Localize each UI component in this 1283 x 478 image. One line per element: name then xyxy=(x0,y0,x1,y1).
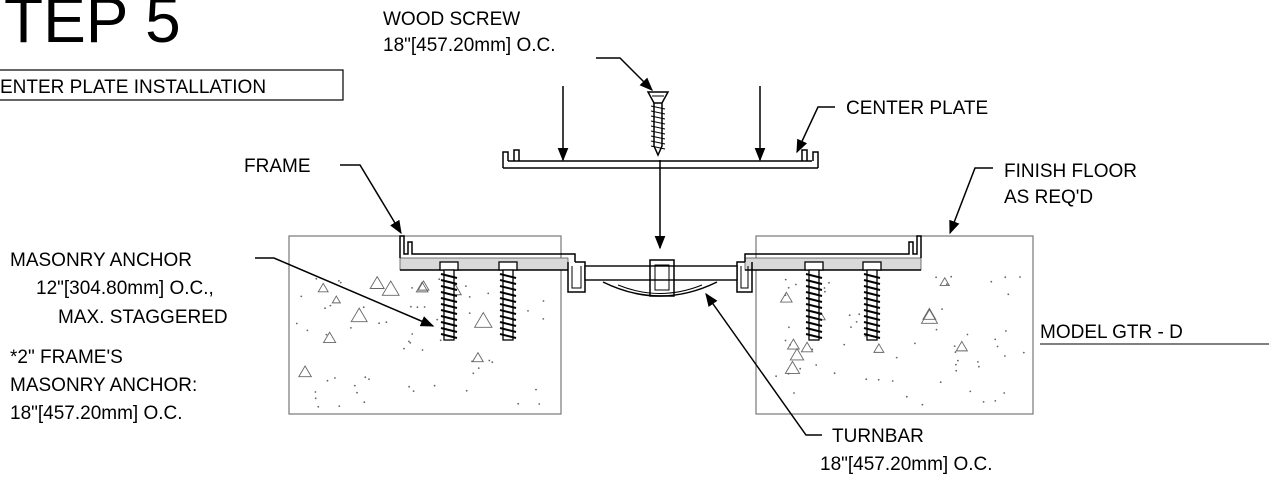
installation-arrows xyxy=(557,86,766,250)
svg-text:18"[457.20mm] O.C.: 18"[457.20mm] O.C. xyxy=(10,403,183,424)
frame-label: FRAME xyxy=(244,156,311,177)
svg-text:18"[457.20mm] O.C.: 18"[457.20mm] O.C. xyxy=(820,454,993,475)
svg-text:AS REQ'D: AS REQ'D xyxy=(1004,187,1093,208)
frame-anchor-note: *2" FRAME'S MASONRY ANCHOR: 18"[457.20mm… xyxy=(10,347,197,424)
right-frame xyxy=(736,235,922,293)
svg-text:18"[457.20mm] O.C.: 18"[457.20mm] O.C. xyxy=(383,35,556,56)
finish-floor-label: FINISH FLOOR AS REQ'D xyxy=(1004,161,1137,208)
svg-text:12"[304.80mm] O.C.,: 12"[304.80mm] O.C., xyxy=(36,278,214,299)
model-label: MODEL GTR - D xyxy=(1040,322,1183,343)
svg-text:TURNBAR: TURNBAR xyxy=(832,426,924,447)
step-title: TEP 5 xyxy=(4,0,181,56)
subtitle-box: ENTER PLATE INSTALLATION xyxy=(0,69,344,101)
turnbar-label: TURNBAR 18"[457.20mm] O.C. xyxy=(820,426,993,475)
svg-text:MAX. STAGGERED: MAX. STAGGERED xyxy=(58,307,228,328)
leader-lines xyxy=(255,57,1269,436)
subtitle: ENTER PLATE INSTALLATION xyxy=(0,77,266,98)
svg-text:FINISH FLOOR: FINISH FLOOR xyxy=(1004,161,1137,182)
svg-text:MASONRY ANCHOR:: MASONRY ANCHOR: xyxy=(10,375,197,396)
svg-text:MASONRY ANCHOR: MASONRY ANCHOR xyxy=(10,250,192,271)
left-frame xyxy=(399,235,586,293)
svg-text:WOOD SCREW: WOOD SCREW xyxy=(383,9,520,30)
svg-text:*2" FRAME'S: *2" FRAME'S xyxy=(10,347,123,368)
center-plate-label: CENTER PLATE xyxy=(846,98,988,119)
turnbar xyxy=(584,259,738,297)
svg-text:CENTER PLATE: CENTER PLATE xyxy=(846,98,988,119)
wood-screw xyxy=(646,91,670,157)
svg-text:FRAME: FRAME xyxy=(244,156,311,177)
masonry-anchors xyxy=(439,261,882,341)
wood-screw-label: WOOD SCREW 18"[457.20mm] O.C. xyxy=(383,9,556,56)
masonry-anchor-label: MASONRY ANCHOR 12"[304.80mm] O.C., MAX. … xyxy=(10,250,228,328)
